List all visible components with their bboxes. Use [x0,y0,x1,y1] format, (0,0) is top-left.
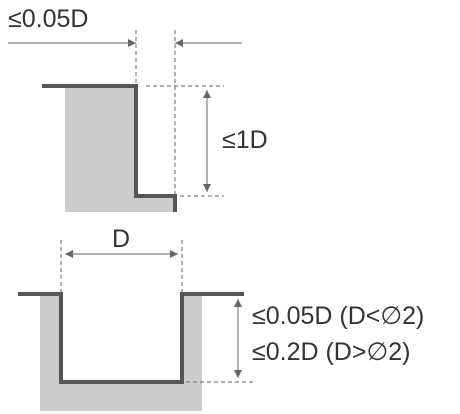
top-offset-dimension [8,30,242,196]
depth-dimension [186,299,255,383]
depth-label-line1: ≤0.05D (D<∅2) [252,302,424,330]
step-profile [42,84,177,212]
width-label: D [112,225,130,253]
step-material-fill [65,86,175,212]
pocket-profile [18,292,244,411]
step-outline [42,84,177,212]
step-height-label: ≤1D [222,126,268,154]
step-height-dimension [146,85,224,197]
pocket-material-fill [40,294,202,411]
width-dimension [60,240,183,294]
depth-label-line2: ≤0.2D (D>∅2) [252,338,410,366]
pocket-outline [18,292,244,384]
top-offset-label: ≤0.05D [8,5,88,33]
